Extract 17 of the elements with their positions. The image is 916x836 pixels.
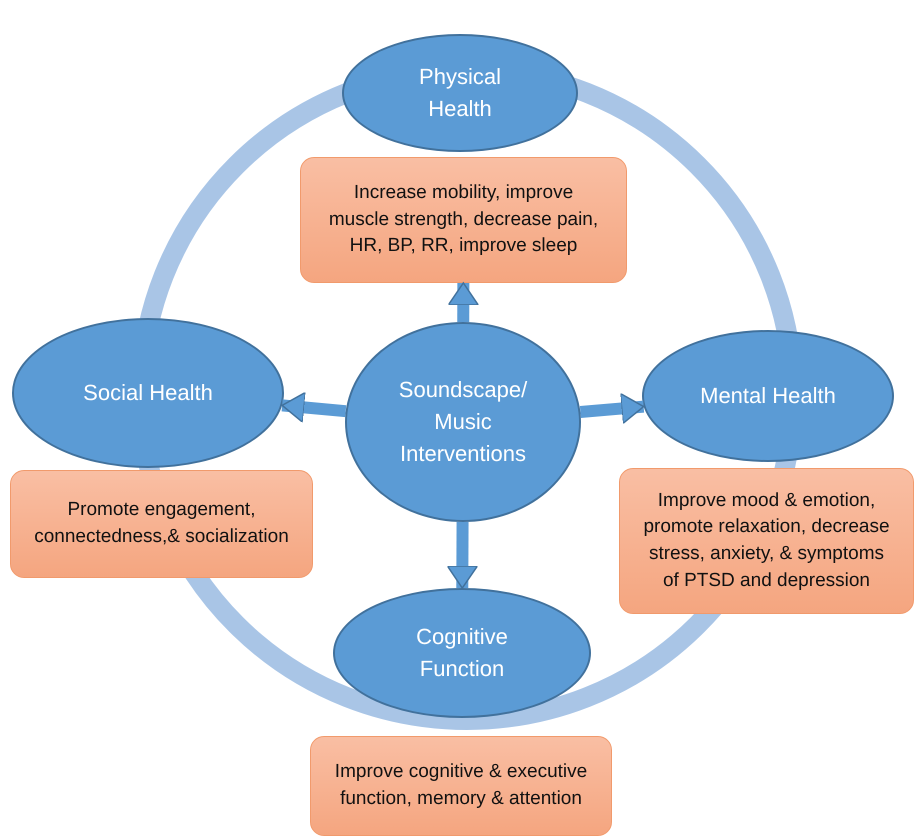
node-label: Physical Health (418, 63, 502, 123)
node-label: Increase mobility, improve muscle strength, decrease pain, HR, BP, RR, improve sleep (328, 181, 600, 258)
block-arrow (446, 522, 478, 589)
node-label: Improve cognitive & executive function, memory & attention (334, 760, 588, 811)
node-label: Promote engagement, connectedness,& socialization (33, 498, 290, 549)
node-label: Improve mood & emotion, promote relaxation, decrease stress, anxiety, & symptoms of PTSD and depression (642, 488, 891, 593)
text-box (10, 470, 313, 578)
text-box (619, 468, 914, 614)
node-label: Social Health (83, 379, 213, 408)
node-label: Soundscape/ Music Interventions (398, 376, 528, 468)
block-arrow (448, 282, 480, 322)
block-arrow (580, 392, 644, 424)
block-arrow (281, 392, 346, 424)
text-box (300, 157, 627, 283)
text-box (310, 736, 612, 836)
node-label: Mental Health (700, 382, 836, 410)
node-label: Cognitive Function (415, 623, 509, 683)
